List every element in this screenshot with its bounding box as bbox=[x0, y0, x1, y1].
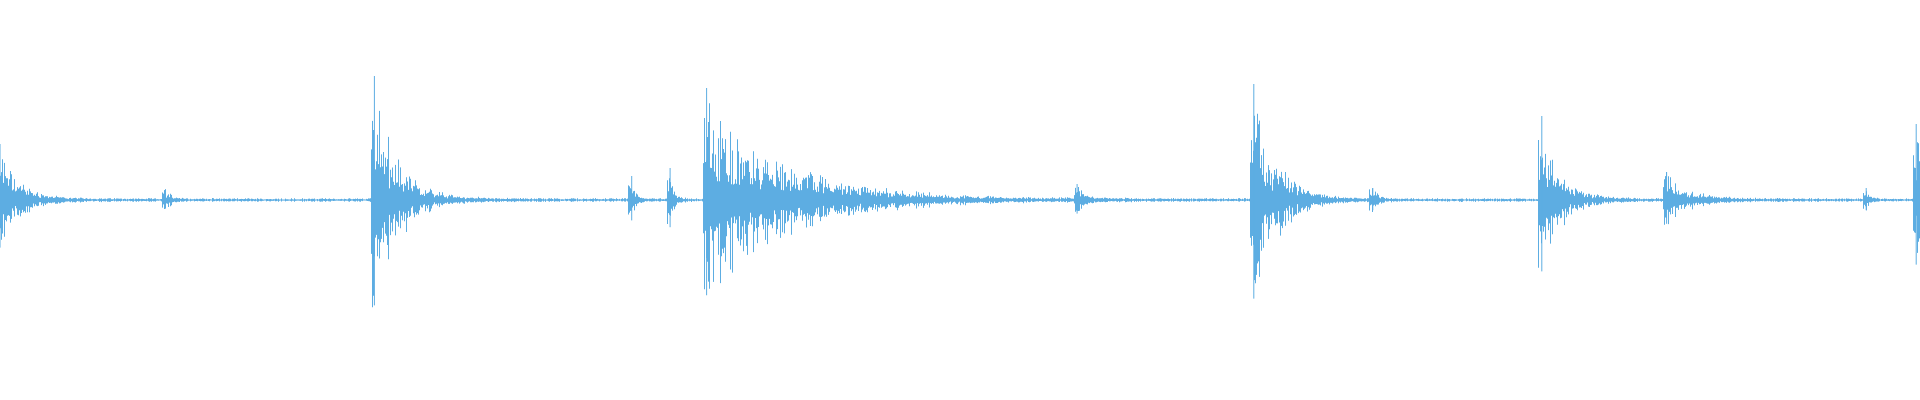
waveform-samples bbox=[0, 76, 1920, 308]
waveform-path bbox=[0, 103, 1920, 308]
